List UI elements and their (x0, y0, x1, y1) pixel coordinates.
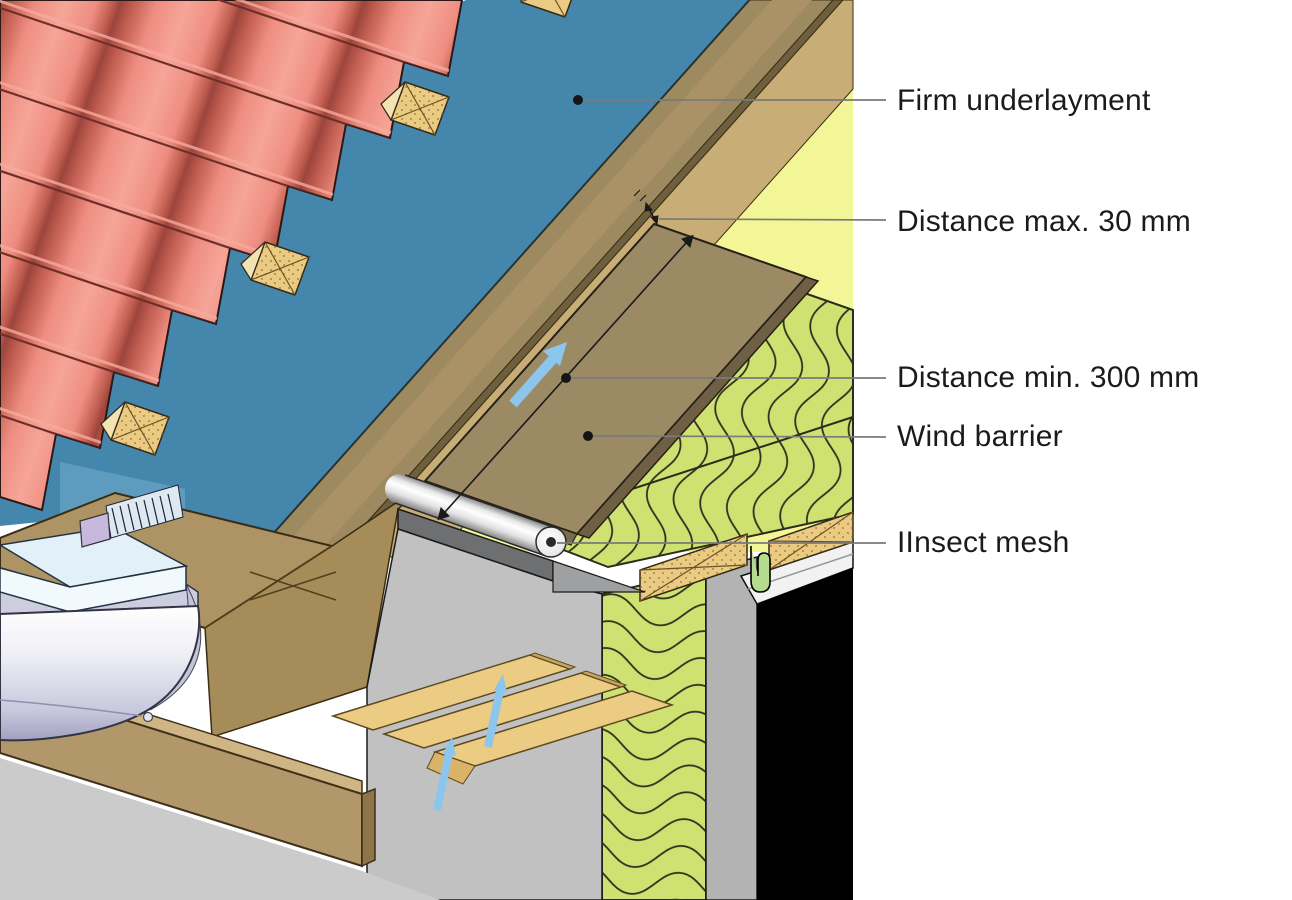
soffit-board (330, 652, 577, 731)
roof-edge-bands (251, 0, 854, 558)
batten (520, 0, 573, 18)
membrane-roll (385, 474, 567, 558)
soffit-board (426, 690, 675, 785)
air-channel-highlight (275, 0, 812, 557)
blocking-left (639, 532, 748, 603)
airflow-arrow-roof (509, 342, 567, 408)
tile-row-lines (0, 0, 462, 474)
roof-tiles (0, 0, 464, 512)
label-distance-min-300: Distance min. 300 mm (897, 361, 1200, 394)
ground (0, 758, 440, 900)
measure-max-30-arrow (633, 189, 659, 226)
label-firm-underlayment: Firm underlayment (897, 84, 1151, 117)
batten (380, 81, 450, 136)
soffit-board (381, 670, 628, 749)
batten (100, 401, 170, 456)
leader-distance-max-30 (658, 218, 887, 221)
wall-wedge (552, 560, 646, 593)
leader-lines (557, 99, 887, 544)
leader-dots (561, 95, 593, 441)
airflow-arrow-soffit-2 (484, 674, 507, 748)
airflow-arrow-soffit-1 (433, 737, 456, 811)
wall-stud (705, 556, 758, 900)
label-insect-mesh: IInsect mesh (897, 526, 1070, 559)
leader-wind-barrier (592, 435, 887, 438)
wind-barrier-edge (575, 276, 820, 539)
interior-dark-space (757, 568, 853, 900)
tile-battens (100, 0, 573, 456)
label-distance-max-30: Distance max. 30 mm (897, 205, 1191, 238)
eave-blocking (639, 510, 854, 603)
soffit-boards (330, 652, 675, 785)
roll-core (546, 537, 556, 547)
gutter-front (0, 604, 201, 742)
fascia-end (361, 787, 376, 868)
drip-edge-flashing (0, 526, 189, 613)
label-wind-barrier: Wind barrier (897, 420, 1063, 453)
wall-insulation (601, 569, 707, 900)
blocking-right (768, 510, 854, 572)
batten (240, 241, 310, 296)
insect-mesh-clip (750, 546, 771, 593)
closure-block (79, 512, 111, 548)
